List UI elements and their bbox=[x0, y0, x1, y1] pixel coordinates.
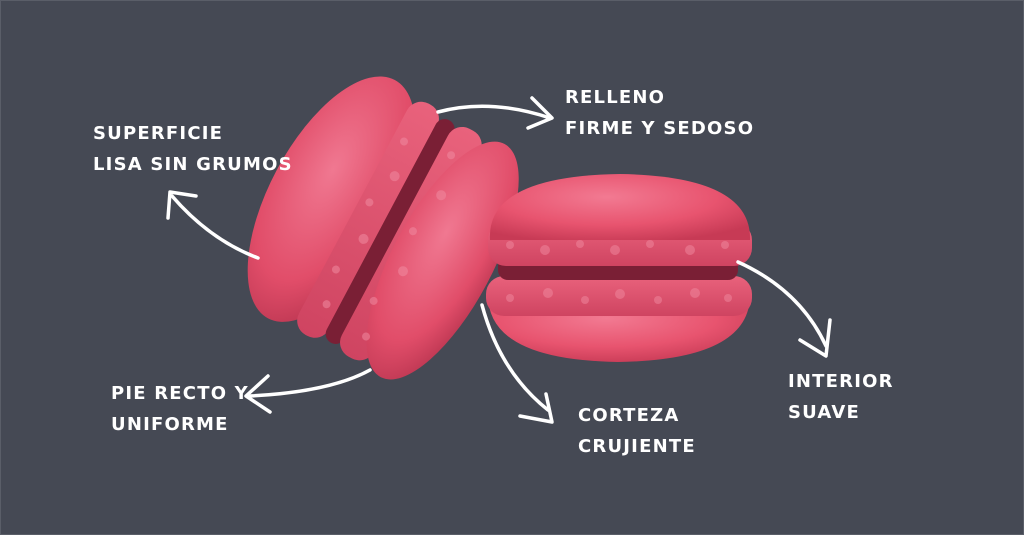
macaron-upright bbox=[486, 174, 752, 362]
label-surface: SUPERFICIE LISA SIN GRUMOS bbox=[93, 118, 293, 180]
label-surface-line-2: LISA SIN GRUMOS bbox=[93, 154, 293, 175]
label-filling: RELLENO FIRME Y SEDOSO bbox=[565, 82, 754, 144]
macaron-tilted-back-shell bbox=[247, 76, 416, 322]
label-foot: PIE RECTO Y UNIFORME bbox=[111, 378, 249, 440]
label-filling-line-2: FIRME Y SEDOSO bbox=[565, 118, 755, 139]
macaron-tilted-back-feet bbox=[297, 101, 439, 338]
macaron-upright-top-shell bbox=[489, 174, 751, 240]
label-interior: INTERIOR SUAVE bbox=[788, 366, 894, 428]
label-crust: CORTEZA CRUJIENTE bbox=[578, 400, 696, 462]
macaron-tilted bbox=[247, 76, 519, 380]
label-crust-line-1: CORTEZA bbox=[578, 405, 680, 426]
label-surface-line-1: SUPERFICIE bbox=[93, 123, 224, 144]
arrow-icon bbox=[244, 368, 372, 414]
label-foot-line-1: PIE RECTO Y bbox=[111, 383, 249, 404]
label-crust-line-2: CRUJIENTE bbox=[578, 436, 696, 457]
label-interior-line-2: SUAVE bbox=[788, 402, 860, 423]
arrow-icon bbox=[436, 96, 554, 130]
macaron-tilted-filling bbox=[325, 119, 455, 344]
arrow-icon bbox=[480, 303, 554, 424]
macaron-tilted-front-shell bbox=[366, 141, 519, 380]
arrow-icon bbox=[736, 260, 832, 358]
arrow-icon bbox=[166, 190, 260, 260]
label-foot-line-2: UNIFORME bbox=[111, 414, 229, 435]
label-interior-line-1: INTERIOR bbox=[788, 371, 894, 392]
label-filling-line-1: RELLENO bbox=[565, 87, 666, 108]
